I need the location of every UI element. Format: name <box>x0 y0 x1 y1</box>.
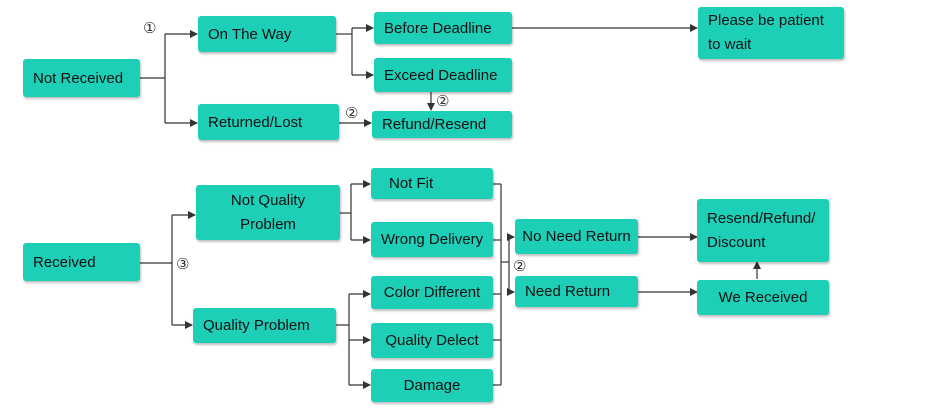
node-before-deadline: Before Deadline <box>374 12 512 44</box>
node-damage: Damage <box>371 369 493 402</box>
step-marker-2-returned: ② <box>345 104 359 122</box>
node-wrong-delivery-label: Wrong Delivery <box>380 231 484 248</box>
node-refund-resend-label: Refund/Resend <box>382 116 487 133</box>
node-exceed-deadline-label: Exceed Deadline <box>384 66 498 84</box>
node-before-deadline-label: Before Deadline <box>384 19 492 37</box>
node-need-return: Need Return <box>515 276 638 307</box>
node-not-quality-line2: Problem <box>240 215 296 233</box>
step-marker-2-merge: ② <box>513 257 527 275</box>
node-color-different: Color Different <box>371 276 493 309</box>
step-marker-1: ① <box>143 19 157 37</box>
node-received: Received <box>23 243 140 281</box>
node-returned-lost-label: Returned/Lost <box>208 113 303 131</box>
node-returned-lost: Returned/Lost <box>198 104 339 140</box>
node-exceed-deadline: Exceed Deadline <box>374 58 512 92</box>
node-quality-problem: Quality Problem <box>193 308 336 343</box>
node-please-wait-line1: Please be patient <box>708 12 824 29</box>
node-received-label: Received <box>33 253 96 271</box>
node-not-received-label: Not Received <box>33 69 124 87</box>
node-resend-refund-discount: Resend/Refund/ Discount <box>697 199 829 262</box>
node-not-fit-label: Not Fit <box>389 175 434 192</box>
node-no-need-return: No Need Return <box>515 219 638 254</box>
node-resend-line2: Discount <box>707 233 766 251</box>
node-quality-problem-label: Quality Problem <box>203 317 310 334</box>
node-damage-label: Damage <box>403 377 461 394</box>
node-quality-defect-label: Quality Delect <box>385 332 479 349</box>
node-please-wait-line2: to wait <box>708 36 752 53</box>
node-wrong-delivery: Wrong Delivery <box>371 222 493 257</box>
node-color-different-label: Color Different <box>383 284 481 301</box>
node-refund-resend: Refund/Resend <box>372 111 512 138</box>
node-on-the-way-label: On The Way <box>208 25 292 43</box>
node-no-need-return-label: No Need Return <box>522 228 631 245</box>
node-we-received-label: We Received <box>718 289 808 306</box>
node-resend-line1: Resend/Refund/ <box>707 209 816 227</box>
node-we-received: We Received <box>697 280 829 315</box>
node-quality-defect: Quality Delect <box>371 323 493 358</box>
node-on-the-way: On The Way <box>198 16 336 52</box>
node-please-wait: Please be patient to wait <box>698 7 844 59</box>
node-not-received: Not Received <box>23 59 140 97</box>
node-not-quality-line1: Not Quality <box>230 191 306 209</box>
node-need-return-label: Need Return <box>525 283 611 300</box>
step-marker-2-exceed: ② <box>436 92 450 110</box>
node-not-fit: Not Fit <box>371 168 493 199</box>
step-marker-3: ③ <box>176 255 190 273</box>
node-not-quality-problem: Not Quality Problem <box>196 185 340 240</box>
